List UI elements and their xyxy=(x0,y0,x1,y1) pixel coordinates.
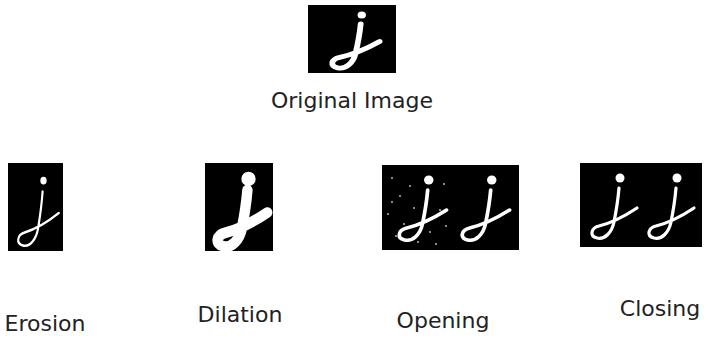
dilation-image xyxy=(205,163,273,251)
image-caption: Erosion xyxy=(5,311,86,337)
original-image xyxy=(308,5,396,73)
image-caption: Closing xyxy=(620,296,700,322)
image-caption: Opening xyxy=(397,308,490,334)
opening-image xyxy=(382,165,519,250)
erosion-image xyxy=(8,163,63,251)
image-caption: Dilation xyxy=(198,302,283,328)
closing-image xyxy=(580,163,702,247)
image-caption: Original Image xyxy=(271,88,433,114)
